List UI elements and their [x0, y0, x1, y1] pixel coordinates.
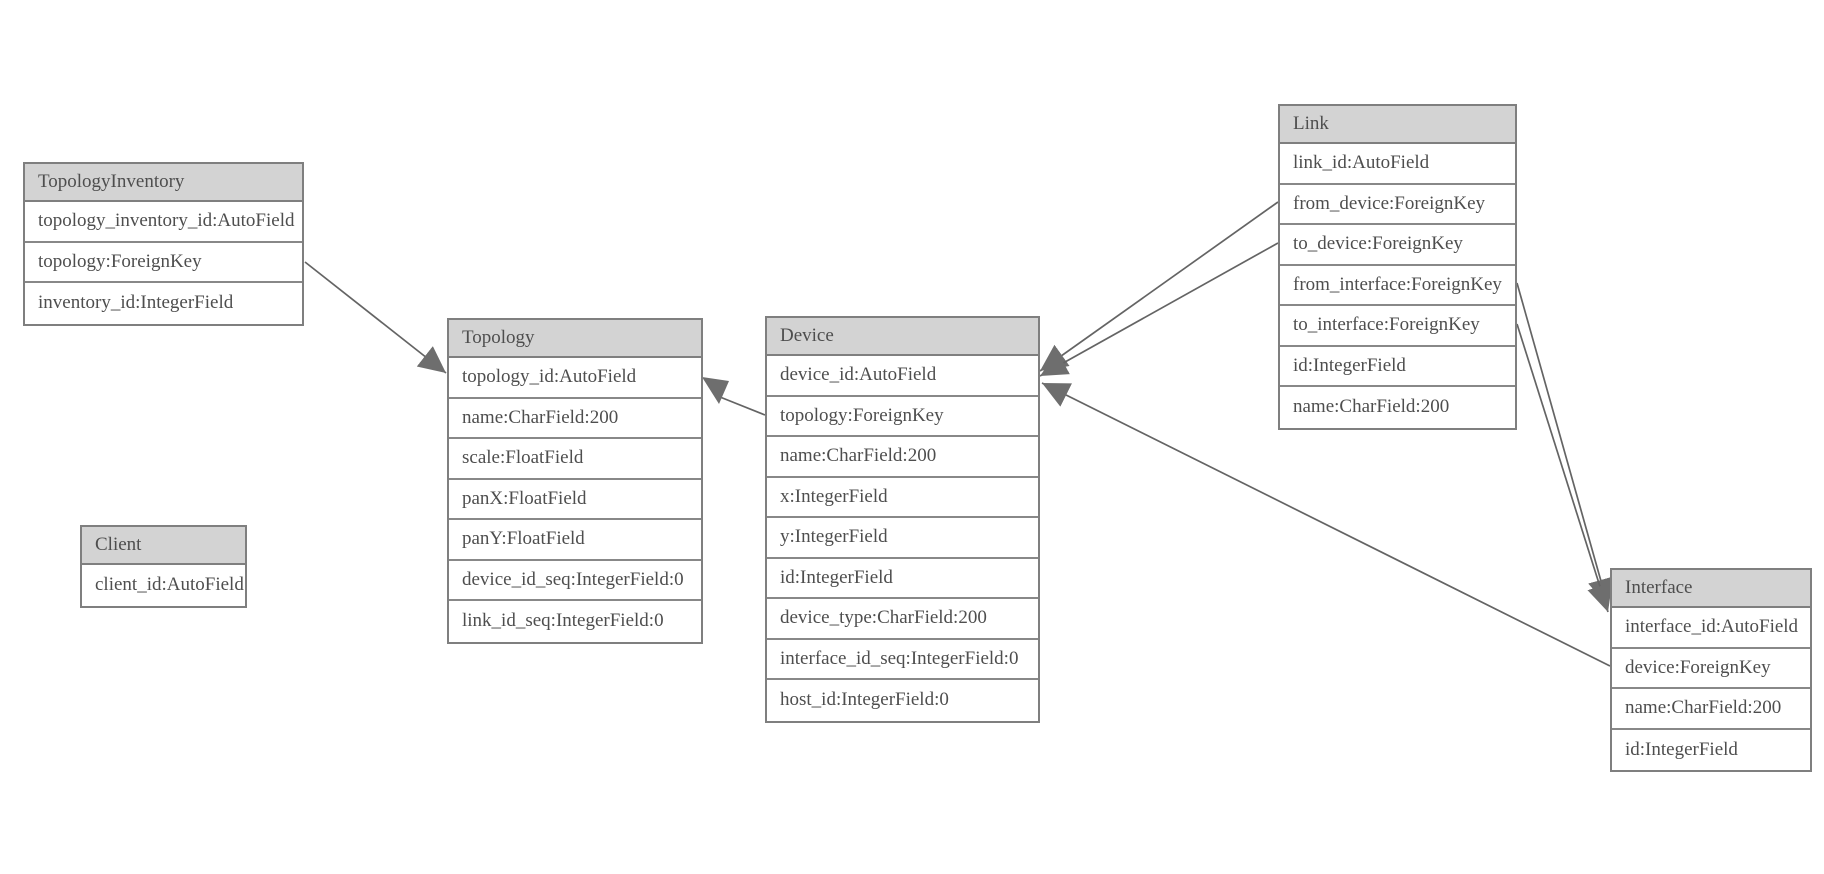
entity-field-row: name:CharField:200 [449, 399, 701, 439]
entity-field-row: device_id_seq:IntegerField:0 [449, 561, 701, 601]
entity-field-row: host_id:IntegerField:0 [780, 689, 949, 711]
entity-field-row: interface_id:AutoField [1612, 608, 1810, 649]
entity-field-row: topology_inventory_id:AutoField [25, 202, 302, 243]
relation-line-device-topology-to-topology [719, 396, 766, 416]
relation-line-link-to_interface-to-interface [1516, 323, 1613, 613]
entity-field-row: device_id:AutoField [767, 356, 1038, 397]
relation-line-link-from_device-to-device [1039, 201, 1279, 372]
relation-line-link-to_device-to-device [1039, 242, 1279, 377]
entity-title-interface: Interface [1612, 570, 1810, 608]
entity-field-row: y:IntegerField [767, 518, 1038, 559]
entity-field-row: x:IntegerField [767, 478, 1038, 518]
relation-line-link-from_interface-to-interface [1516, 282, 1614, 607]
entity-field-row: panX:FloatField [449, 480, 701, 520]
entity-field-row: inventory_id:IntegerField [38, 292, 234, 314]
entity-title-topology: Topology [449, 320, 701, 358]
relation-line-topologyinventory-topology-to-topology [304, 261, 447, 374]
entity-field-row: interface_id_seq:IntegerField:0 [767, 640, 1038, 680]
entity-field-row: to_device:ForeignKey [1280, 225, 1515, 266]
entity-field-row: device_type:CharField:200 [767, 599, 1038, 640]
entity-field-row: to_interface:ForeignKey [1280, 306, 1515, 347]
entity-title-topology-inventory: TopologyInventory [25, 164, 302, 202]
entity-field-row: id:IntegerField [1625, 738, 1738, 760]
entity-field-row: from_device:ForeignKey [1280, 185, 1515, 225]
entity-title-link: Link [1280, 106, 1515, 144]
entity-client: Client client_id:AutoField [80, 525, 247, 608]
entity-field-row: client_id:AutoField [95, 574, 244, 596]
entity-field-row: link_id:AutoField [1280, 144, 1515, 185]
entity-field-row: topology_id:AutoField [449, 358, 701, 399]
entity-field-row: id:IntegerField [1280, 347, 1515, 387]
entity-field-row: name:CharField:200 [1293, 396, 1450, 418]
entity-title-client: Client [82, 527, 245, 565]
entity-field-row: topology:ForeignKey [25, 243, 302, 283]
entity-field-row: device:ForeignKey [1612, 649, 1810, 689]
entity-field-row: from_interface:ForeignKey [1280, 266, 1515, 306]
entity-field-row: scale:FloatField [449, 439, 701, 480]
entity-title-device: Device [767, 318, 1038, 356]
relation-line-interface-device-to-device [1041, 382, 1611, 667]
relation-arrowhead-device-topology-to-topology [702, 377, 729, 404]
entity-field-row: id:IntegerField [767, 559, 1038, 599]
entity-field-row: panY:FloatField [449, 520, 701, 561]
entity-field-row: name:CharField:200 [767, 437, 1038, 478]
entity-field-row: topology:ForeignKey [767, 397, 1038, 437]
entity-field-row: link_id_seq:IntegerField:0 [462, 610, 664, 632]
entity-field-row: name:CharField:200 [1612, 689, 1810, 730]
